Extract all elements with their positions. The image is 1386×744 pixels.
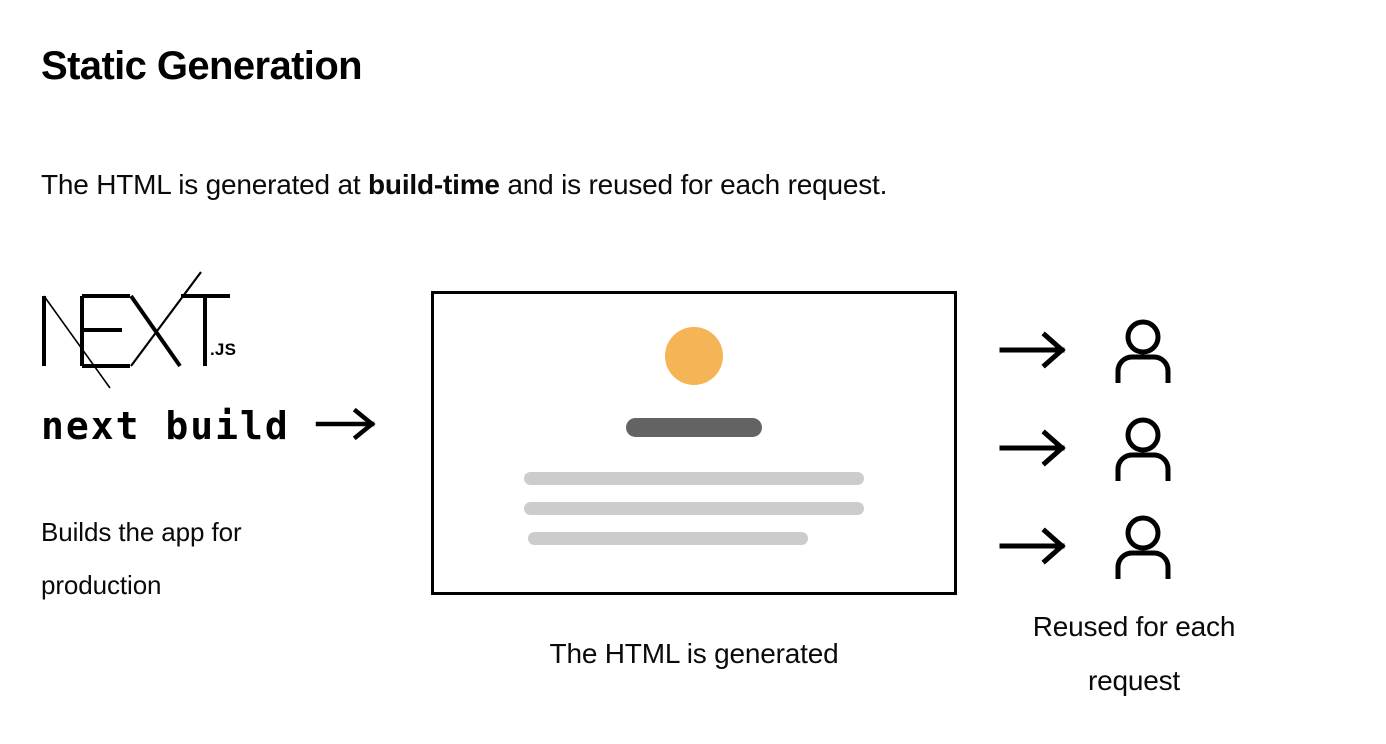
requests-caption: Reused for each request <box>1000 600 1268 708</box>
request-row <box>999 305 1174 403</box>
request-row <box>999 403 1174 501</box>
subtitle-text-before: The HTML is generated at <box>41 169 369 200</box>
arrow-right-icon <box>999 526 1070 569</box>
user-icon <box>1112 417 1174 488</box>
page-subtitle: The HTML is generated at build-time and … <box>41 168 887 202</box>
build-command-row: next build <box>41 404 378 448</box>
requests-caption-line-1: Reused for each <box>1032 611 1236 642</box>
build-description-line-2: production <box>41 570 162 600</box>
mockup-text-line <box>524 502 864 515</box>
arrow-right-icon <box>999 330 1070 373</box>
mockup-caption: The HTML is generated <box>549 638 839 669</box>
mockup-text-line <box>528 532 808 545</box>
mockup-heading-bar <box>626 418 762 437</box>
build-description: Builds the app for production <box>41 506 371 612</box>
subtitle-emphasis: build-time <box>368 169 500 200</box>
request-rows <box>999 305 1174 599</box>
nextjs-logo: .JS <box>38 271 248 393</box>
generated-page-mockup <box>431 291 957 595</box>
build-command-text: next build <box>41 404 290 448</box>
mockup-text-line <box>524 472 864 485</box>
mockup-avatar-circle <box>665 327 723 385</box>
arrow-right-icon <box>999 428 1070 471</box>
build-description-line-1: Builds the app for <box>41 517 242 547</box>
nextjs-logo-suffix: .JS <box>210 340 237 359</box>
user-icon <box>1112 515 1174 586</box>
requests-caption-line-2: request <box>1088 665 1180 696</box>
mockup-text-lines <box>434 472 954 562</box>
request-row <box>999 501 1174 599</box>
arrow-right-icon <box>315 407 378 446</box>
nextjs-wordmark-icon <box>42 271 230 389</box>
subtitle-text-after: and is reused for each request. <box>499 169 888 200</box>
page-title: Static Generation <box>41 44 363 88</box>
user-icon <box>1112 319 1174 390</box>
